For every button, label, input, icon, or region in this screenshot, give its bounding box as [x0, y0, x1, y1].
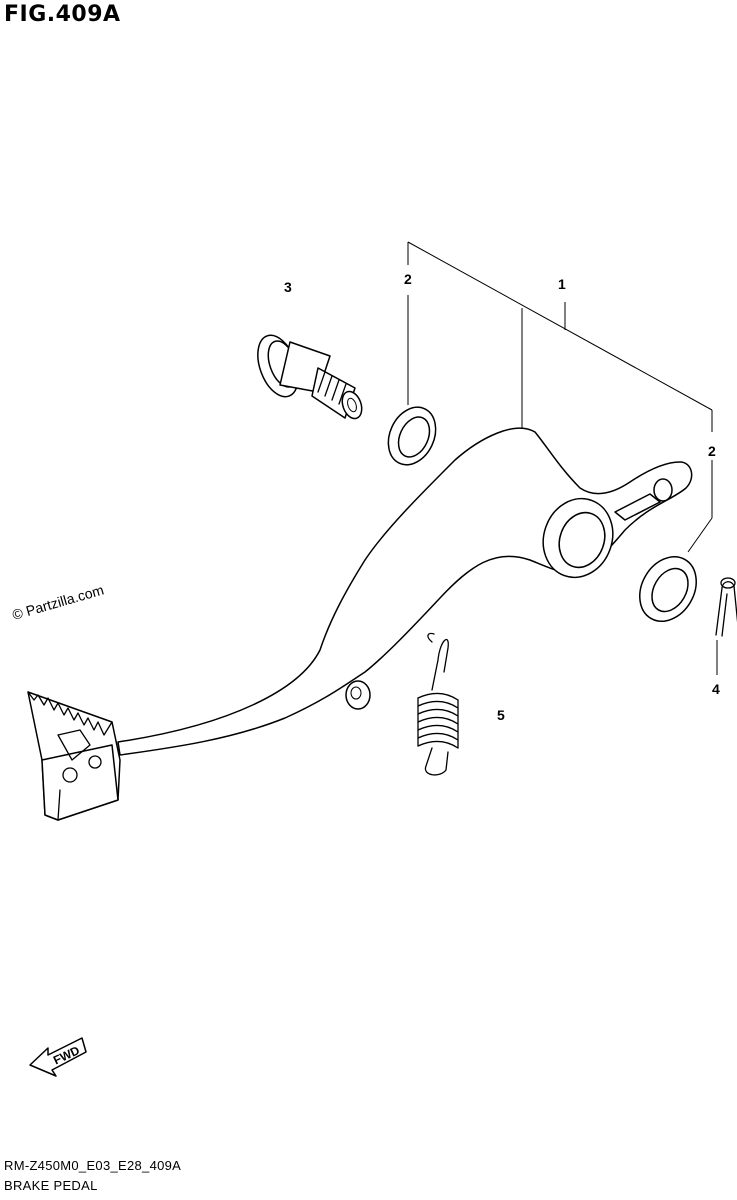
watermark-text: © Partzilla.com — [10, 581, 105, 622]
figure-title: FIG.409A — [4, 2, 121, 27]
return-spring-part-5 — [417, 632, 459, 776]
callout-5: 5 — [497, 707, 505, 723]
callout-2-right: 2 — [708, 443, 716, 459]
callout-2-top: 2 — [404, 271, 412, 287]
leader-line-2-right-diag — [687, 517, 713, 553]
washer-part-2-top — [387, 406, 437, 466]
figure-name: BRAKE PEDAL — [4, 1178, 98, 1193]
leader-lines — [407, 241, 718, 675]
callout-4: 4 — [712, 681, 720, 697]
fwd-direction-arrow: FWD — [29, 1037, 87, 1077]
callout-1: 1 — [558, 276, 566, 292]
pivot-bolt-part-3 — [257, 334, 363, 420]
figure-code: RM-Z450M0_E03_E28_409A — [4, 1158, 182, 1173]
brake-pedal-part-1 — [117, 427, 693, 756]
cotter-pin-part-4 — [715, 577, 737, 637]
leader-line-main — [407, 241, 713, 411]
pedal-tip — [27, 691, 121, 821]
callout-3: 3 — [284, 279, 292, 295]
washer-part-2-right — [639, 556, 697, 622]
fwd-label: FWD — [51, 1043, 82, 1067]
